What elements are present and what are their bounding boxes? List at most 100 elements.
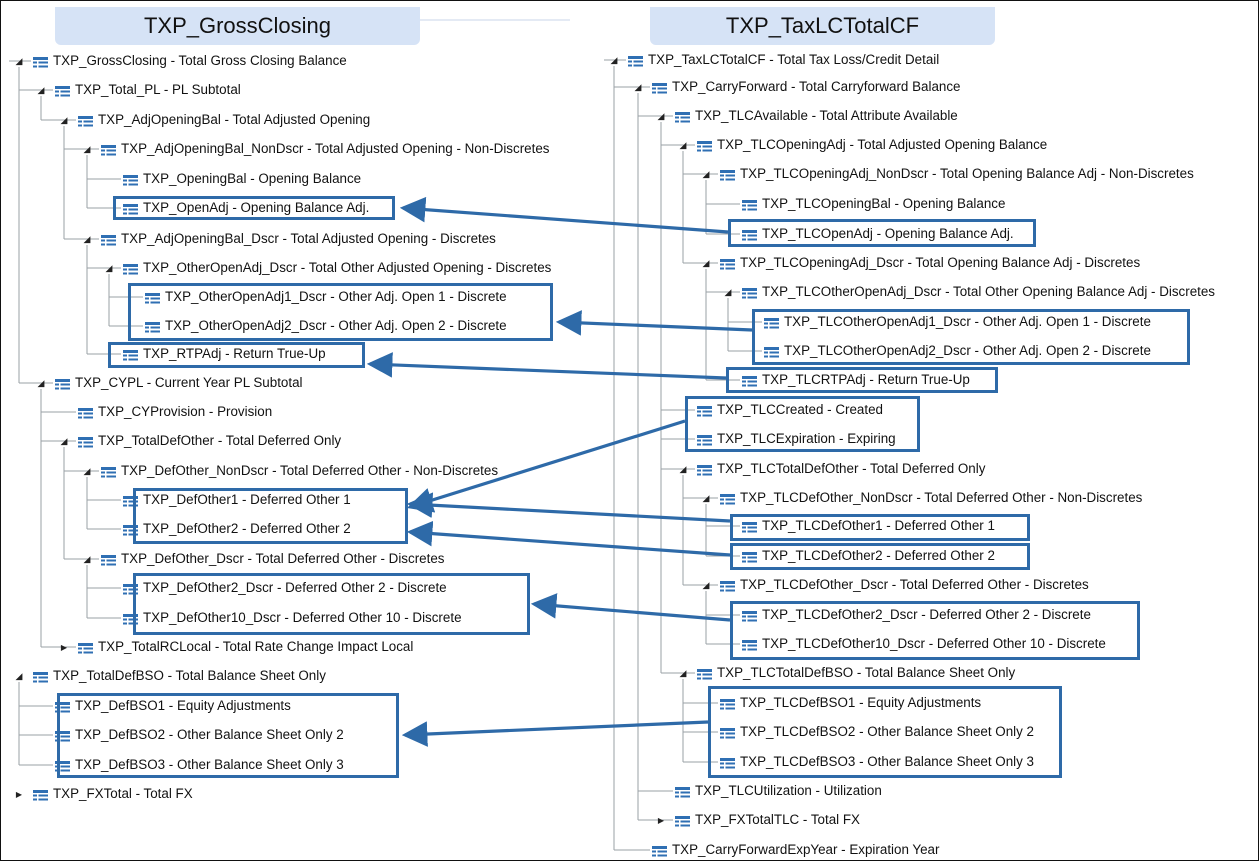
right-tree-node-label: TXP_TLCOtherOpenAdj_Dscr - Total Other O…	[762, 284, 1216, 299]
left-tree-node[interactable]: TXP_OtherOpenAdj1_Dscr - Other Adj. Open…	[145, 287, 507, 307]
right-tree-node[interactable]: TXP_TLCDefOther_Dscr - Total Deferred Ot…	[720, 575, 1089, 595]
right-tree-node[interactable]: TXP_TLCDefBSO2 - Other Balance Sheet Onl…	[720, 722, 1034, 742]
collapse-toggle-icon[interactable]: ◢	[83, 553, 91, 564]
left-tree-node[interactable]: TXP_OtherOpenAdj2_Dscr - Other Adj. Open…	[145, 316, 507, 336]
collapse-toggle-icon[interactable]: ◢	[679, 463, 687, 474]
left-tree-node-label: TXP_DefOther2 - Deferred Other 2	[143, 521, 351, 536]
collapse-toggle-icon[interactable]: ◢	[657, 110, 665, 121]
left-tree-node[interactable]: TXP_AdjOpeningBal_Dscr - Total Adjusted …	[101, 229, 496, 249]
left-tree-node[interactable]: TXP_DefOther_Dscr - Total Deferred Other…	[101, 549, 444, 569]
collapse-toggle-icon[interactable]: ◢	[702, 579, 710, 590]
left-tree-node[interactable]: TXP_OpenAdj - Opening Balance Adj.	[123, 198, 369, 218]
right-tree-node[interactable]: TXP_CarryForward - Total Carryforward Ba…	[652, 77, 961, 97]
right-tree-node[interactable]: TXP_TLCOpenAdj - Opening Balance Adj.	[742, 224, 1014, 244]
collapse-toggle-icon[interactable]: ◢	[83, 143, 91, 154]
expand-toggle-icon[interactable]: ▶	[60, 642, 68, 652]
left-tree-node-label: TXP_OtherOpenAdj_Dscr - Total Other Adju…	[143, 260, 552, 275]
right-tree-node[interactable]: TXP_TaxLCTotalCF - Total Tax Loss/Credit…	[628, 50, 939, 70]
right-tree-node[interactable]: TXP_TLCAvailable - Total Attribute Avail…	[675, 106, 958, 126]
table-member-icon	[55, 377, 70, 391]
right-tree-node[interactable]: TXP_TLCOpeningAdj - Total Adjusted Openi…	[697, 135, 1047, 155]
left-tree-node[interactable]: TXP_TotalDefOther - Total Deferred Only	[78, 431, 341, 451]
left-tree-node[interactable]: TXP_OtherOpenAdj_Dscr - Total Other Adju…	[123, 258, 551, 278]
right-tree-node[interactable]: TXP_TLCOtherOpenAdj1_Dscr - Other Adj. O…	[764, 312, 1151, 332]
left-tree-node[interactable]: TXP_FXTotal - Total FX	[33, 784, 193, 804]
collapse-toggle-icon[interactable]: ◢	[105, 262, 113, 273]
collapse-toggle-icon[interactable]: ◢	[60, 435, 68, 446]
right-tree-node[interactable]: TXP_TLCOtherOpenAdj_Dscr - Total Other O…	[742, 282, 1215, 302]
left-tree-node[interactable]: TXP_AdjOpeningBal - Total Adjusted Openi…	[78, 110, 370, 130]
table-member-icon	[628, 54, 643, 68]
right-tree-node[interactable]: TXP_TLCOpeningAdj_Dscr - Total Opening B…	[720, 253, 1140, 273]
collapse-toggle-icon[interactable]: ◢	[634, 81, 642, 92]
collapse-toggle-icon[interactable]: ◢	[702, 257, 710, 268]
left-tree-node[interactable]: TXP_DefOther_NonDscr - Total Deferred Ot…	[101, 461, 498, 481]
collapse-toggle-icon[interactable]: ◢	[15, 55, 23, 66]
left-tree-node-label: TXP_DefBSO1 - Equity Adjustments	[75, 698, 291, 713]
right-tree-node-label: TXP_TLCTotalDefBSO - Total Balance Sheet…	[717, 665, 1016, 680]
expand-toggle-icon[interactable]: ▶	[15, 789, 23, 799]
collapse-toggle-icon[interactable]: ◢	[60, 114, 68, 125]
table-member-icon	[720, 168, 735, 182]
left-tree-node[interactable]: TXP_OpeningBal - Opening Balance	[123, 169, 361, 189]
right-tree-node[interactable]: TXP_TLCExpiration - Expiring	[697, 429, 896, 449]
right-tree-node-label: TXP_TLCDefBSO3 - Other Balance Sheet Onl…	[740, 754, 1034, 769]
right-tree-node[interactable]: TXP_TLCCreated - Created	[697, 400, 883, 420]
left-tree-node-label: TXP_OpeningBal - Opening Balance	[143, 171, 362, 186]
collapse-toggle-icon[interactable]: ◢	[37, 84, 45, 95]
left-tree-node[interactable]: TXP_CYPL - Current Year PL Subtotal	[55, 373, 303, 393]
table-member-icon	[764, 316, 779, 330]
right-tree-node-label: TXP_TLCOtherOpenAdj1_Dscr - Other Adj. O…	[784, 314, 1151, 329]
left-tree-node[interactable]: TXP_DefOther1 - Deferred Other 1	[123, 490, 351, 510]
right-tree-node[interactable]: TXP_TLCOpeningAdj_NonDscr - Total Openin…	[720, 164, 1194, 184]
collapse-toggle-icon[interactable]: ◢	[15, 670, 23, 681]
table-member-icon	[742, 520, 757, 534]
table-member-icon	[123, 262, 138, 276]
left-tree-node[interactable]: TXP_Total_PL - PL Subtotal	[55, 80, 241, 100]
right-tree-node[interactable]: TXP_TLCDefOther_NonDscr - Total Deferred…	[720, 488, 1142, 508]
right-tree-node-label: TXP_TLCDefOther_NonDscr - Total Deferred…	[740, 490, 1143, 505]
left-tree-node[interactable]: TXP_TotalRCLocal - Total Rate Change Imp…	[78, 637, 413, 657]
collapse-toggle-icon[interactable]: ◢	[83, 233, 91, 244]
right-tree-node-label: TXP_TLCOpenAdj - Opening Balance Adj.	[762, 226, 1014, 241]
right-tree-node[interactable]: TXP_TLCOpeningBal - Opening Balance	[742, 194, 1005, 214]
right-tree-node[interactable]: TXP_FXTotalTLC - Total FX	[675, 810, 860, 830]
right-tree-node[interactable]: TXP_TLCTotalDefBSO - Total Balance Sheet…	[697, 663, 1015, 683]
table-member-icon	[720, 756, 735, 770]
right-tree-node[interactable]: TXP_TLCDefOther10_Dscr - Deferred Other …	[742, 634, 1106, 654]
table-member-icon	[697, 139, 712, 153]
left-open-adj-box	[113, 196, 395, 220]
right-tree-node[interactable]: TXP_TLCDefBSO1 - Equity Adjustments	[720, 693, 981, 713]
right-tree-node[interactable]: TXP_TLCUtilization - Utilization	[675, 781, 882, 801]
left-tree-node[interactable]: TXP_AdjOpeningBal_NonDscr - Total Adjust…	[101, 139, 549, 159]
right-tree-node[interactable]: TXP_TLCRTPAdj - Return True-Up	[742, 370, 970, 390]
collapse-toggle-icon[interactable]: ◢	[679, 139, 687, 150]
collapse-toggle-icon[interactable]: ◢	[37, 377, 45, 388]
table-member-icon	[652, 844, 667, 858]
expand-toggle-icon[interactable]: ▶	[657, 815, 665, 825]
table-member-icon	[78, 641, 93, 655]
collapse-toggle-icon[interactable]: ◢	[702, 168, 710, 179]
right-tree-node-label: TXP_TLCDefOther2 - Deferred Other 2	[762, 548, 995, 563]
left-tree-node[interactable]: TXP_CYProvision - Provision	[78, 402, 272, 422]
table-member-icon	[720, 579, 735, 593]
right-tree-node[interactable]: TXP_TLCTotalDefOther - Total Deferred On…	[697, 459, 985, 479]
collapse-toggle-icon[interactable]: ◢	[610, 54, 618, 65]
right-tree-node-label: TXP_TLCRTPAdj - Return True-Up	[762, 372, 970, 387]
left-tree-node[interactable]: TXP_TotalDefBSO - Total Balance Sheet On…	[33, 666, 326, 686]
collapse-toggle-icon[interactable]: ◢	[83, 465, 91, 476]
right-tree-node[interactable]: TXP_TLCOtherOpenAdj2_Dscr - Other Adj. O…	[764, 341, 1151, 361]
right-tree-node-label: TXP_TLCOpeningBal - Opening Balance	[762, 196, 1006, 211]
right-tree-node[interactable]: TXP_TLCDefOther2 - Deferred Other 2	[742, 546, 995, 566]
left-tree-node[interactable]: TXP_GrossClosing - Total Gross Closing B…	[33, 51, 347, 71]
right-tree-node[interactable]: TXP_TLCDefOther1 - Deferred Other 1	[742, 516, 995, 536]
collapse-toggle-icon[interactable]: ◢	[702, 492, 710, 503]
right-tree-node[interactable]: TXP_TLCDefBSO3 - Other Balance Sheet Onl…	[720, 752, 1034, 772]
left-tree-node[interactable]: TXP_RTPAdj - Return True-Up	[123, 344, 326, 364]
collapse-toggle-icon[interactable]: ◢	[679, 667, 687, 678]
collapse-toggle-icon[interactable]: ◢	[724, 286, 732, 297]
right-tree-node[interactable]: TXP_CarryForwardExpYear - Expiration Yea…	[652, 840, 939, 860]
table-member-icon	[101, 465, 116, 479]
right-tree-node[interactable]: TXP_TLCDefOther2_Dscr - Deferred Other 2…	[742, 605, 1091, 625]
table-member-icon	[697, 433, 712, 447]
